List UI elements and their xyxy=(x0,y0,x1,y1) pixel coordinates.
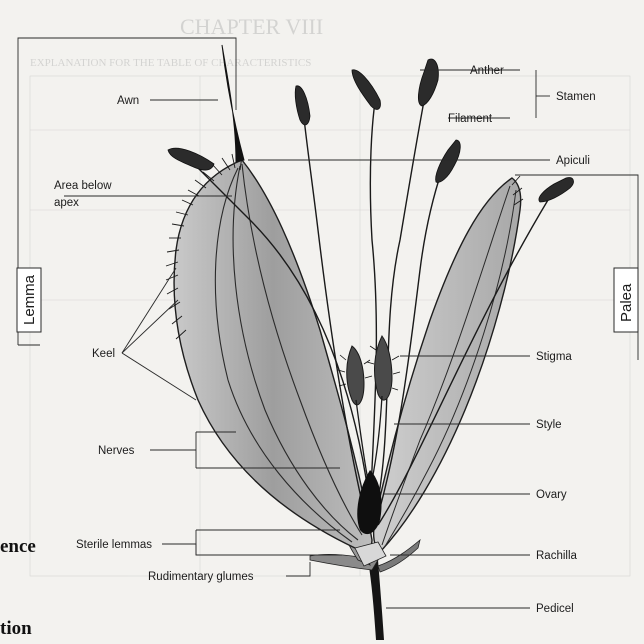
label-awn: Awn xyxy=(117,95,139,107)
label-pedicel: Pedicel xyxy=(536,603,574,615)
label-apiculi: Apiculi xyxy=(556,155,590,167)
label-area-below-apex-1: Area below xyxy=(54,180,112,192)
lemma-label: Lemma xyxy=(21,274,38,325)
anther-4 xyxy=(418,59,438,106)
anther-1 xyxy=(168,148,214,170)
label-area-below-apex-2: apex xyxy=(54,197,79,209)
anther-5 xyxy=(436,140,461,182)
label-keel: Keel xyxy=(92,348,115,360)
label-filament: Filament xyxy=(448,113,493,125)
lemma-box: Lemma xyxy=(17,268,41,332)
ovary xyxy=(357,470,381,534)
label-rudimentary-glumes: Rudimentary glumes xyxy=(148,571,254,583)
label-stamen: Stamen xyxy=(556,91,596,103)
margin-fragment-2: tion xyxy=(0,618,32,640)
lemma-body xyxy=(174,160,372,550)
label-style: Style xyxy=(536,419,562,431)
label-anther: Anther xyxy=(470,65,504,77)
ghost-subheading: EXPLANATION FOR THE TABLE OF CHARACTERIS… xyxy=(30,57,311,69)
anther-6 xyxy=(539,178,574,202)
pedicel-stem xyxy=(368,560,384,640)
palea-label: Palea xyxy=(618,283,635,322)
anther-2 xyxy=(295,86,310,125)
label-rachilla: Rachilla xyxy=(536,550,578,562)
label-stigma: Stigma xyxy=(536,351,572,363)
label-ovary: Ovary xyxy=(536,489,567,501)
label-nerves: Nerves xyxy=(98,445,135,457)
margin-fragment-1: ence xyxy=(0,536,36,558)
palea-box: Palea xyxy=(614,268,638,332)
ghost-chapter-heading: CHAPTER VIII xyxy=(180,14,323,39)
label-sterile-lemmas: Sterile lemmas xyxy=(76,539,152,551)
